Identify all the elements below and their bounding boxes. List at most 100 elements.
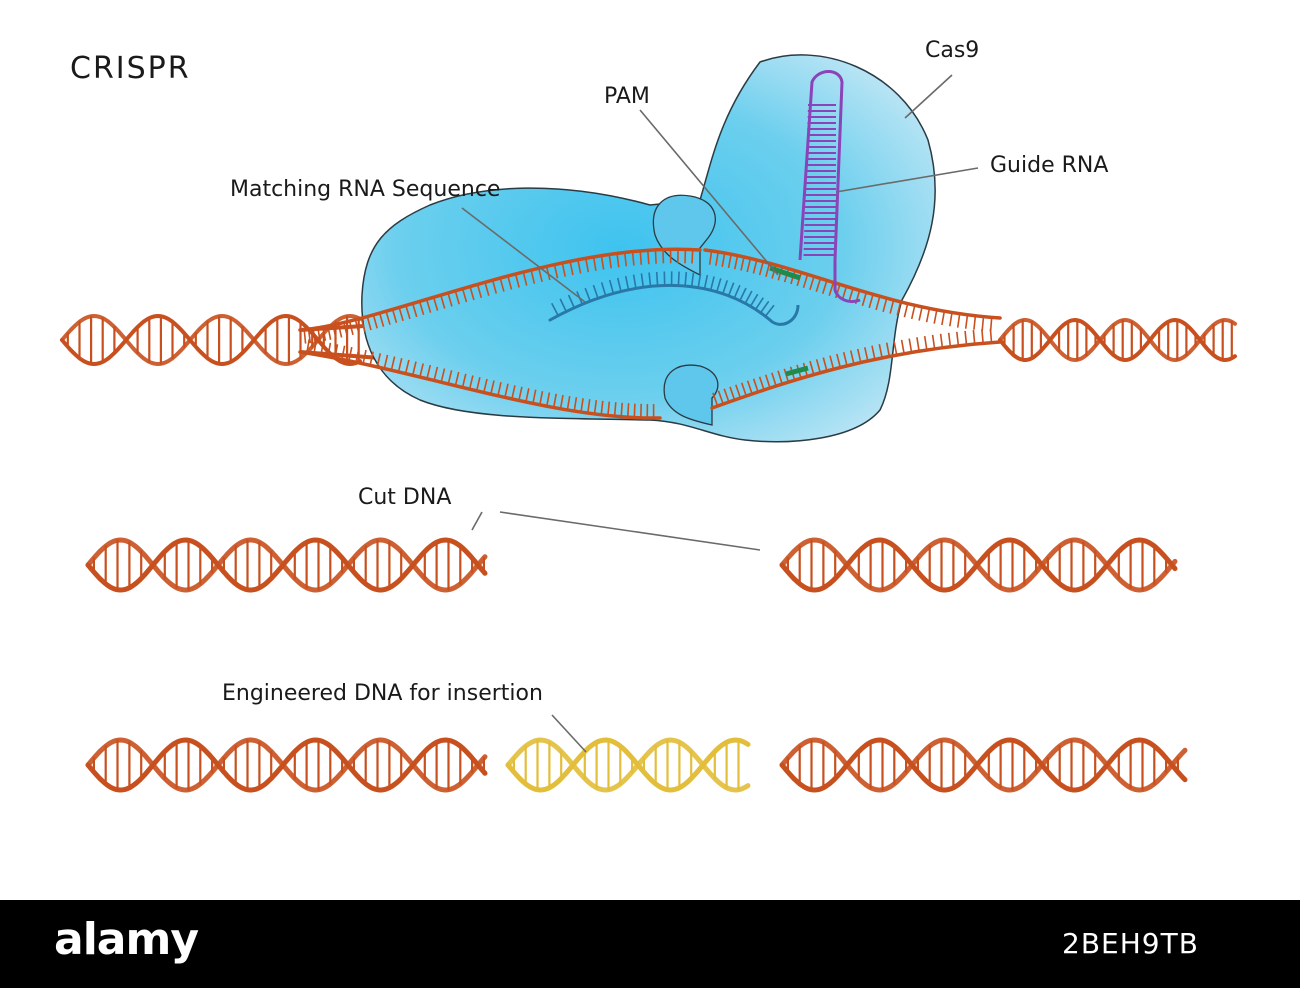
dna-unwound-top-left-tick bbox=[592, 256, 597, 271]
dna-unwound-top-left-tick bbox=[332, 324, 337, 339]
insertion-row-left-fragment-strand-front bbox=[85, 737, 488, 793]
dna-unwound-top-left-tick bbox=[425, 299, 432, 313]
dna-unwound-bottom-right-tick bbox=[723, 388, 730, 403]
dna-unwound-top-left-tick bbox=[577, 259, 582, 274]
cas9-protein-body bbox=[361, 54, 936, 443]
dna-unwound-top-left-tick bbox=[530, 269, 536, 284]
dna-unwound-bottom-right-tick bbox=[923, 335, 928, 351]
dna-unwound-bottom-right-tick bbox=[856, 348, 862, 363]
cut-dna-right-fragment-strand-front bbox=[779, 537, 1178, 593]
dna-unwound-bottom-left-tick bbox=[369, 351, 374, 366]
label-cas9: Cas9 bbox=[925, 38, 979, 63]
matching-rna-strand-tick bbox=[616, 277, 622, 292]
dna-unwound-bottom-right-tick bbox=[771, 372, 777, 387]
dna-unwound-top-right-tick bbox=[809, 276, 815, 291]
dna-unwound-bottom-right-tick bbox=[712, 392, 719, 407]
dna-unwound-top-left-tick bbox=[639, 250, 643, 265]
dna-unwound-top-left-tick bbox=[647, 250, 650, 265]
dna-unwound-top-left-tick bbox=[461, 288, 468, 303]
dna-unwound-bottom-right-tick bbox=[849, 350, 855, 365]
dna-unwound-top-left-tick bbox=[454, 290, 460, 305]
dna-unwound-bottom-left-tick bbox=[306, 339, 310, 354]
dna-unwound-bottom-left-tick bbox=[355, 348, 360, 363]
dna-unwound-bottom-left-tick bbox=[633, 403, 636, 418]
matching-rna-strand-tick bbox=[754, 297, 764, 310]
dna-unwound-top-right-tick bbox=[981, 316, 985, 331]
dna-unwound-top-left-tick bbox=[405, 305, 411, 320]
dna-unwound-top-right-tick bbox=[896, 301, 902, 316]
dna-unwound-top-left-tick bbox=[507, 275, 513, 290]
dna-unwound-top-left-tick bbox=[600, 255, 605, 270]
dna-unwound-bottom-right-tick bbox=[956, 331, 960, 346]
dna-unwound-bottom-right-tick bbox=[939, 333, 944, 348]
dna-unwound-bottom-right-tick bbox=[758, 376, 765, 391]
dna-unwound-bottom-right-tick bbox=[908, 338, 913, 353]
insertion-row-right-fragment bbox=[779, 737, 1188, 793]
dna-unwound-bottom-left-tick bbox=[613, 402, 617, 417]
matching-rna-strand-tick bbox=[709, 276, 715, 291]
dna-unwound-top-left-tick bbox=[348, 321, 354, 335]
dna-unwound-bottom-right-tick bbox=[981, 329, 984, 344]
dna-unwound-top-right-backbone bbox=[703, 248, 1002, 320]
dna-unwound-bottom-right-tick bbox=[864, 347, 869, 362]
dna-unwound-bottom-left-tick bbox=[454, 371, 460, 386]
crispr-diagram: CRISPR Cas9 PAM Guide RNA Matching RNA S… bbox=[60, 38, 1237, 793]
dna-unwound-bottom-left-tick bbox=[525, 388, 530, 403]
dna-unwound-bottom-left-tick bbox=[447, 370, 453, 385]
watermark-footer: alamy 2BEH9TB bbox=[0, 900, 1300, 988]
dna-unwound-bottom-left-tick bbox=[559, 394, 564, 409]
dna-unwound-top-right-tick bbox=[933, 309, 938, 324]
dna-unwound-bottom-left-tick bbox=[593, 399, 598, 415]
dna-unwound-top-right-tick bbox=[733, 255, 739, 270]
dna-unwound-bottom-left-tick bbox=[497, 382, 502, 396]
dna-unwound-bottom-left-tick bbox=[334, 344, 339, 359]
dna-unwound-bottom-left-tick bbox=[327, 342, 332, 357]
matching-rna-strand-tick bbox=[592, 284, 599, 299]
footer-image-id: 2BEH9TB bbox=[1062, 927, 1199, 960]
matching-rna-strand-tick bbox=[648, 272, 652, 287]
label-cut-dna: Cut DNA bbox=[358, 485, 451, 510]
matching-rna-strand-tick bbox=[624, 275, 630, 291]
dna-unwound-top-left-tick bbox=[391, 309, 398, 324]
dna-unwound-top-left-tick bbox=[608, 254, 612, 269]
dna-unwound-bottom-right-tick bbox=[947, 332, 952, 347]
dna-unwound-bottom-right-tick bbox=[809, 360, 815, 375]
dna-unwound-bottom-left-tick bbox=[440, 368, 446, 383]
dna-unwound-bottom-left-tick bbox=[620, 402, 623, 417]
rna-layer bbox=[548, 70, 861, 326]
matching-rna-strand-tick bbox=[640, 273, 645, 288]
dna-unwound-top-left-tick bbox=[372, 314, 378, 329]
dna-unwound-top-left-tick bbox=[447, 292, 453, 307]
pointer-guide-rna bbox=[835, 167, 979, 193]
dna-unwound-bottom-left-tick bbox=[552, 393, 557, 408]
matching-rna-strand-tick bbox=[716, 278, 722, 293]
dna-unwound-bottom-right-tick bbox=[885, 342, 891, 357]
dna-unwound-top-right-tick bbox=[802, 274, 809, 289]
dna-unwound-top-right-tick bbox=[758, 261, 764, 276]
matching-rna-strand-tick bbox=[727, 282, 735, 297]
dna-unwound-top-right-tick bbox=[868, 294, 874, 309]
dna-unwound-bottom-left-tick bbox=[383, 354, 389, 369]
label-engineered-dna: Engineered DNA for insertion bbox=[222, 681, 543, 706]
matching-rna-loop bbox=[768, 304, 800, 326]
dna-unwound-bottom-right-tick bbox=[783, 368, 790, 383]
dna-unwound-bottom-left-tick bbox=[566, 395, 571, 411]
dna-unwound-bottom-right-tick bbox=[878, 344, 883, 359]
pointer-matching-rna bbox=[461, 207, 586, 303]
matching-rna-strand-tick bbox=[703, 274, 709, 289]
matching-rna-strand-tick bbox=[759, 300, 770, 314]
dna-unwound-bottom-right-tick bbox=[815, 359, 822, 374]
dna-unwound-bottom-left-tick bbox=[490, 380, 495, 395]
insertion-row-left-fragment bbox=[85, 737, 488, 793]
matching-rna-strand-tick bbox=[722, 280, 729, 294]
dna-unwound-top-right-tick bbox=[848, 288, 854, 303]
dna-unwound-bottom-left-tick bbox=[626, 403, 630, 418]
dna-unwound-top-right-tick bbox=[910, 305, 916, 320]
dna-unwound-top-left-tick bbox=[440, 294, 446, 309]
dna-unwound-bottom-right-tick bbox=[717, 390, 724, 405]
matching-rna-strand-tick bbox=[690, 272, 695, 287]
dna-unwound-bottom-left-tick bbox=[607, 401, 611, 416]
dna-unwound-bottom-left-tick bbox=[419, 363, 424, 378]
dna-unwound-bottom-right-tick bbox=[972, 330, 976, 345]
